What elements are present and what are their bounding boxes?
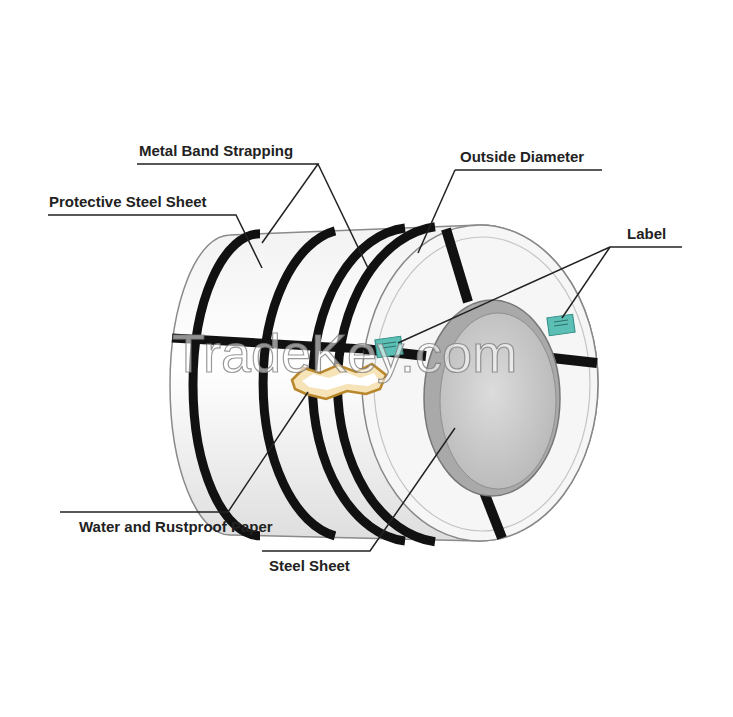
part-label: Metal Band Strapping <box>139 142 293 160</box>
coil-tag <box>547 314 575 335</box>
coil-rim <box>374 237 590 531</box>
coil-body <box>170 225 598 541</box>
face-bands <box>364 229 597 538</box>
part-label: Protective Steel Sheet <box>49 193 207 211</box>
part-label: Outside Diameter <box>460 148 584 166</box>
part-label: Steel Sheet <box>269 557 350 575</box>
part-label: Label <box>627 225 666 243</box>
part-label: Water and Rustproof Paper <box>79 518 273 536</box>
leader-lines <box>48 164 682 551</box>
watermark: TradeKey.com <box>172 322 517 384</box>
